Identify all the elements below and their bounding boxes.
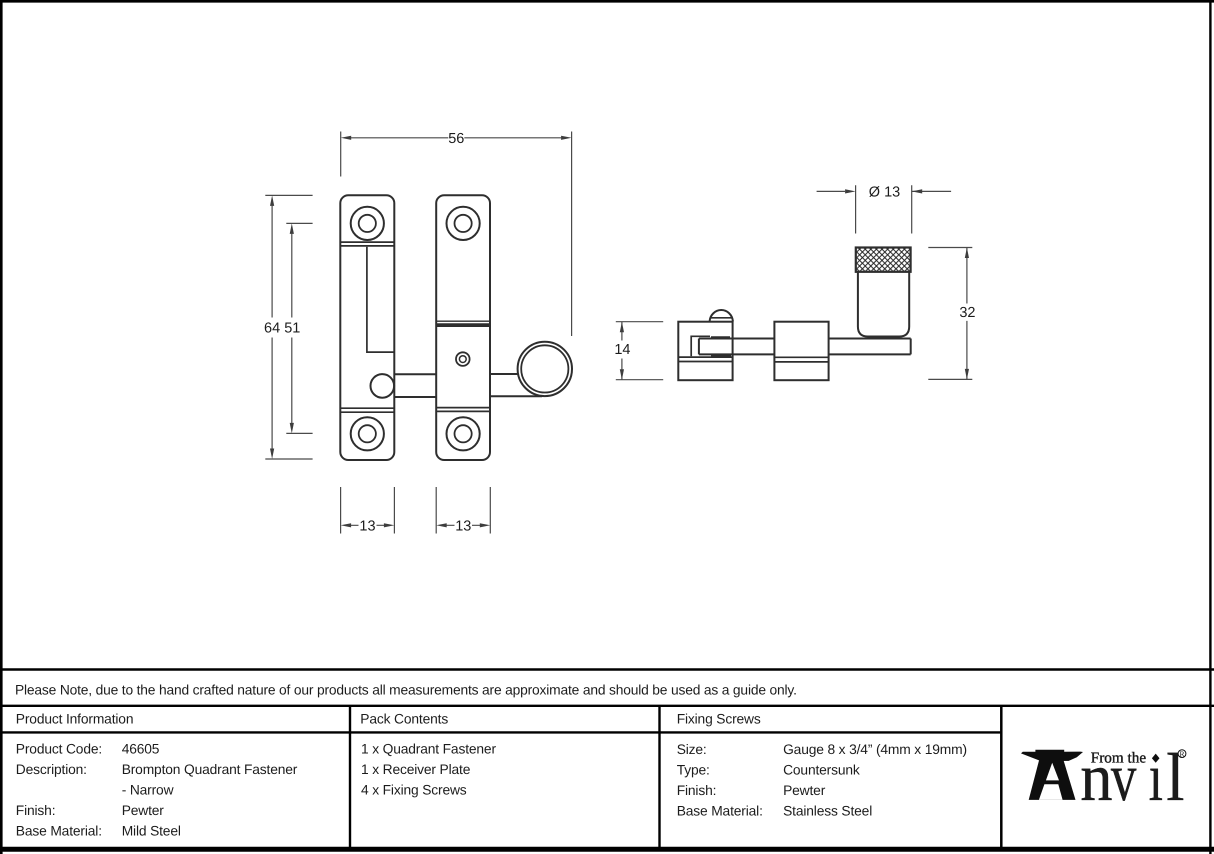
svg-text:n: n: [1080, 739, 1112, 815]
svg-text:Brompton Quadrant Fastener: Brompton Quadrant Fastener: [122, 762, 298, 777]
svg-text:4 x Fixing Screws: 4 x Fixing Screws: [361, 783, 467, 798]
svg-text:Type:: Type:: [677, 763, 710, 778]
svg-text:ı: ı: [1149, 739, 1163, 815]
svg-text:56: 56: [448, 131, 464, 147]
svg-text:Pewter: Pewter: [122, 803, 165, 818]
svg-text:Ø 13: Ø 13: [869, 184, 900, 200]
svg-text:46605: 46605: [122, 742, 160, 757]
svg-text:Base Material:: Base Material:: [16, 824, 102, 839]
svg-text:51: 51: [284, 321, 300, 337]
svg-text:Finish:: Finish:: [16, 803, 56, 818]
svg-text:Fixing Screws: Fixing Screws: [677, 712, 761, 727]
svg-text:Gauge 8 x 3/4” (4mm x 19mm): Gauge 8 x 3/4” (4mm x 19mm): [783, 742, 967, 757]
svg-text:Base Material:: Base Material:: [677, 804, 763, 819]
svg-text:Pack Contents: Pack Contents: [360, 712, 448, 727]
svg-text:R: R: [1179, 749, 1185, 758]
svg-text:Please Note, due to the hand c: Please Note, due to the hand crafted nat…: [15, 682, 797, 697]
svg-text:Stainless Steel: Stainless Steel: [783, 804, 872, 819]
svg-text:Size:: Size:: [677, 742, 707, 757]
svg-text:Product Code:: Product Code:: [16, 742, 102, 757]
svg-text:1 x Receiver Plate: 1 x Receiver Plate: [361, 762, 471, 777]
svg-text:- Narrow: - Narrow: [122, 783, 174, 798]
svg-text:32: 32: [959, 305, 975, 321]
svg-text:Product Information: Product Information: [16, 712, 134, 727]
svg-text:1 x Quadrant Fastener: 1 x Quadrant Fastener: [361, 742, 496, 757]
svg-text:Pewter: Pewter: [783, 783, 826, 798]
svg-text:Finish:: Finish:: [677, 783, 717, 798]
svg-text:Mild Steel: Mild Steel: [122, 824, 181, 839]
svg-text:From the: From the: [1091, 749, 1147, 766]
svg-text:l: l: [1166, 739, 1184, 815]
svg-text:64: 64: [264, 321, 280, 337]
svg-text:13: 13: [359, 518, 375, 534]
svg-text:Description:: Description:: [16, 762, 87, 777]
svg-text:13: 13: [455, 518, 471, 534]
svg-text:14: 14: [614, 342, 630, 358]
svg-text:v: v: [1111, 739, 1137, 815]
svg-text:Countersunk: Countersunk: [783, 763, 860, 778]
